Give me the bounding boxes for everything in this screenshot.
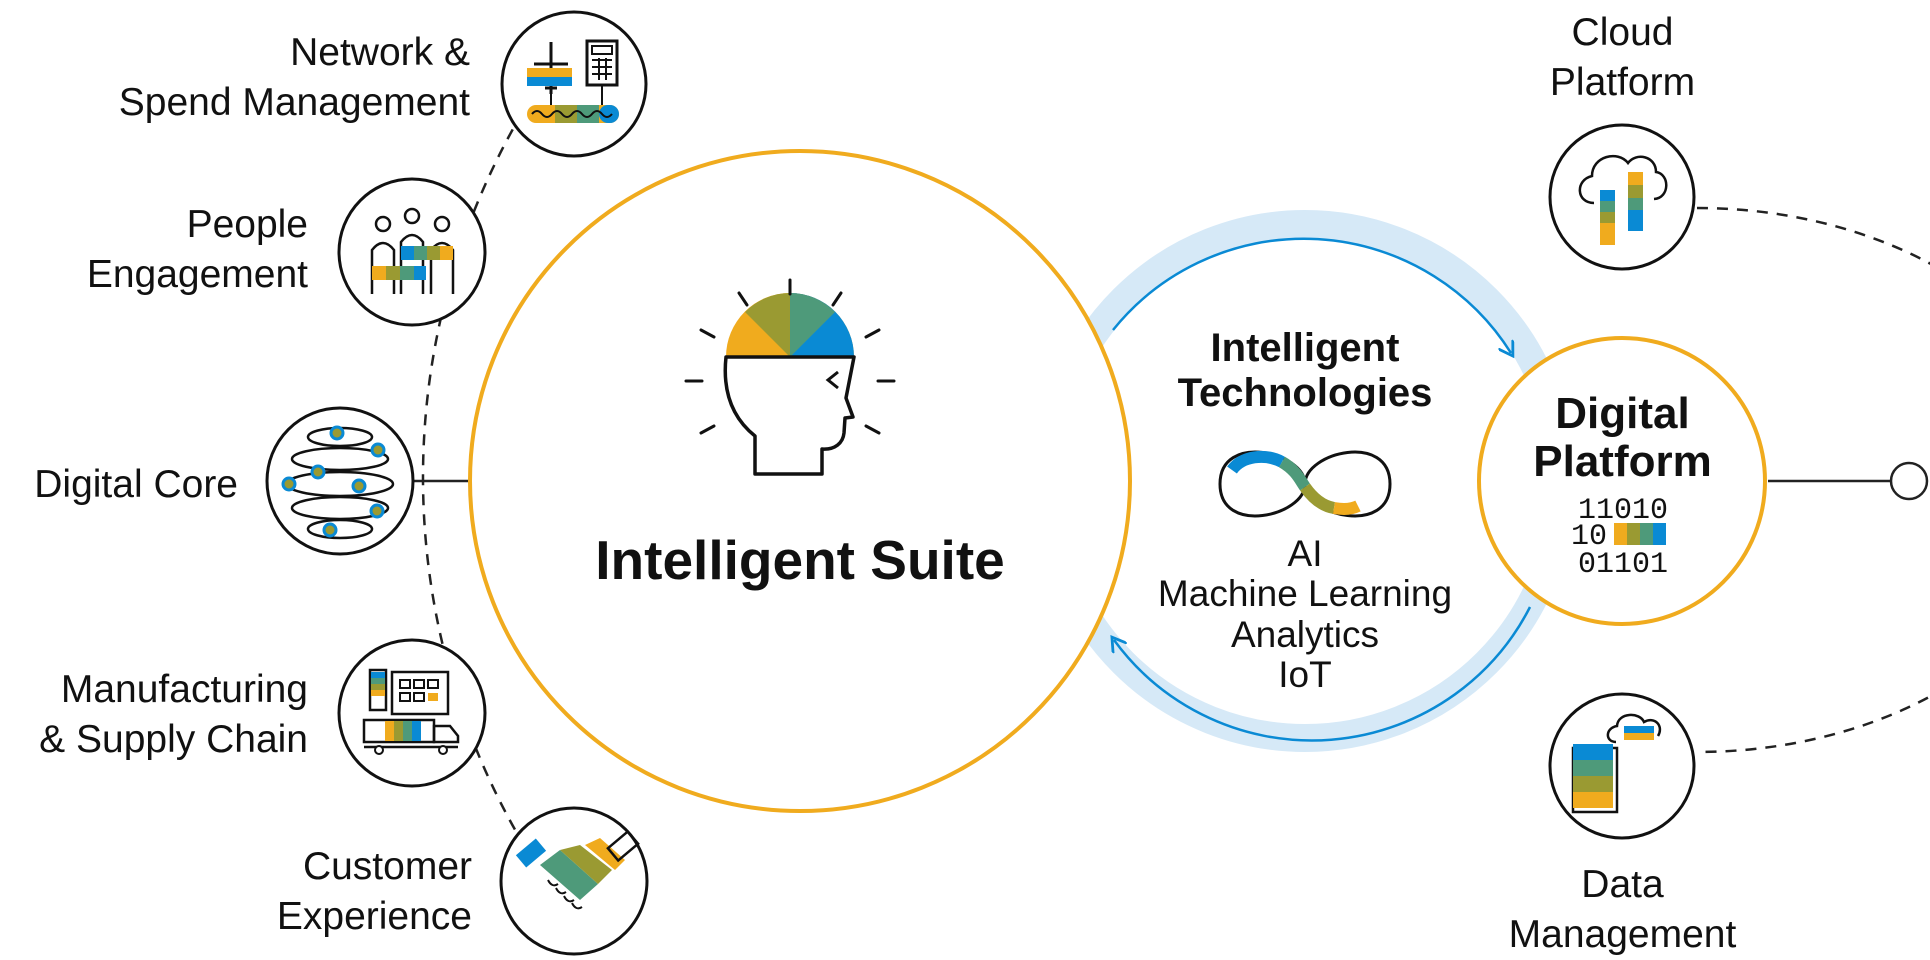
binary-row-3: 01101 [1578, 548, 1668, 582]
technologies-item-ml: Machine Learning [1157, 573, 1453, 615]
digital-platform-title-line1: Digital [1555, 389, 1690, 438]
label-customer-experience-line2: Experience [276, 894, 472, 938]
digital-platform-title: Digital Platform [1480, 390, 1765, 485]
technologies-item-ai: AI [1287, 533, 1323, 574]
right-dashed-arc [1696, 206, 1930, 754]
head-idea-icon [684, 278, 896, 476]
digital-platform-title-line2: Platform [1533, 436, 1712, 486]
label-cloud-platform-line2: Platform [1549, 60, 1696, 104]
factory-truck-icon [337, 638, 487, 788]
label-network-spend: Network & Spend Management [119, 28, 470, 128]
label-data-management-line1: Data [1581, 863, 1664, 906]
people-group-icon [337, 177, 487, 327]
bottom-arrow-arc [1114, 606, 1532, 742]
intelligent-suite-circle [468, 149, 1132, 813]
label-cloud-platform: Cloud Platform [1470, 8, 1775, 108]
handshake-icon [499, 806, 649, 956]
technologies-title: Intelligent Technologies [1110, 326, 1500, 416]
label-manufacturing: Manufacturing & Supply Chain [39, 665, 308, 765]
label-data-management: Data Management [1470, 860, 1775, 960]
label-people-engagement: People Engagement [87, 200, 308, 300]
connector-end-node [1889, 461, 1929, 501]
technologies-item-analytics: Analytics [1230, 613, 1380, 655]
label-customer-experience-line1: Customer [302, 845, 472, 888]
digital-platform-circle [1477, 336, 1767, 626]
plane-calculator-icon [500, 10, 648, 158]
binary-row-1: 11010 [1578, 494, 1668, 528]
technologies-item-iot: IoT [1278, 653, 1332, 695]
cloud-icon [1548, 123, 1696, 271]
label-people-engagement-line2: Engagement [86, 252, 308, 296]
binary-row-2: 10 [1571, 520, 1607, 554]
label-network-spend-line1: Network & [290, 31, 470, 74]
label-cloud-platform-line1: Cloud [1571, 11, 1674, 54]
label-manufacturing-line2: & Supply Chain [39, 717, 308, 761]
infinity-icon [1218, 450, 1392, 518]
binary-data-icon: 11010 10 01101 [1571, 494, 1668, 582]
label-customer-experience: Customer Experience [277, 842, 472, 942]
top-arrow-arc [1112, 237, 1511, 353]
technologies-list: AI Machine Learning Analytics IoT [1110, 533, 1500, 695]
globe-orbit-icon [265, 406, 415, 556]
label-network-spend-line2: Spend Management [118, 80, 470, 124]
data-cloud-icon [1548, 692, 1696, 840]
label-people-engagement-line1: People [186, 203, 308, 246]
label-digital-core-line1: Digital Core [34, 463, 238, 506]
technologies-title-line1: Intelligent [1210, 326, 1400, 370]
connector-lines [413, 94, 1930, 861]
left-dashed-arc [421, 94, 535, 861]
intelligent-suite-title: Intelligent Suite [595, 529, 1005, 591]
label-digital-core: Digital Core [34, 460, 238, 510]
right-module-icons [1548, 123, 1696, 840]
left-module-icons [265, 10, 649, 956]
technologies-title-line2: Technologies [1177, 370, 1433, 415]
label-data-management-line2: Management [1508, 912, 1737, 956]
label-manufacturing-line1: Manufacturing [60, 668, 308, 711]
